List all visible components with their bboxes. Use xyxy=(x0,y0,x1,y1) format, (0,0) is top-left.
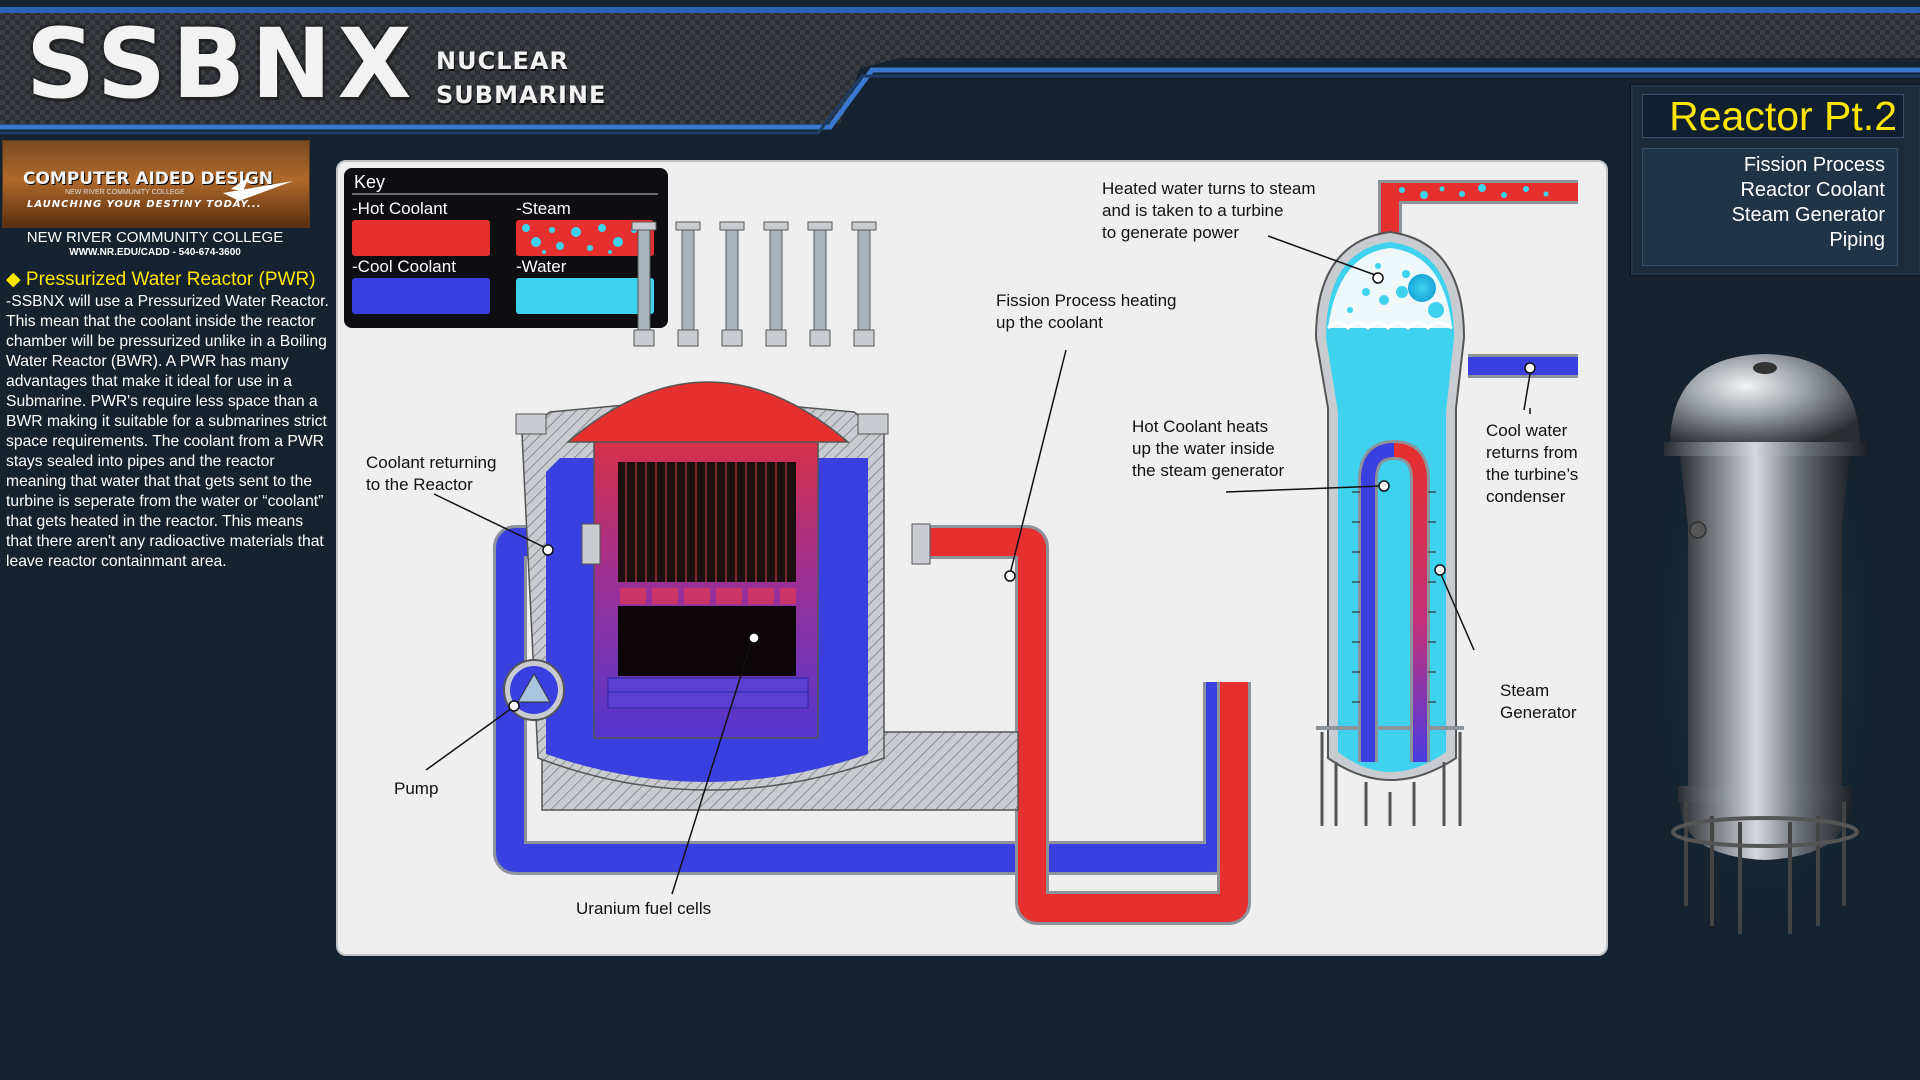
label-pump: Pump xyxy=(394,779,438,798)
label-cool-water-4: condenser xyxy=(1486,487,1566,506)
pump[interactable] xyxy=(503,659,565,721)
steam-generator xyxy=(1314,180,1578,826)
label-hot-coolant-1: Hot Coolant heats xyxy=(1132,417,1268,436)
reactor-diagram: Key -Hot Coolant -Steam -Cool Coolant -W… xyxy=(336,160,1608,956)
reactor-vessel-render xyxy=(1640,346,1890,946)
label-steam-gen-2: Generator xyxy=(1500,703,1577,722)
logo-title: COMPUTER AIDED DESIGN xyxy=(23,169,274,189)
label-heated-water-2: and is taken to a turbine xyxy=(1102,201,1283,220)
menu-item-piping[interactable]: Piping xyxy=(1829,229,1885,251)
key-water-label: -Water xyxy=(516,257,567,276)
label-fission-2: up the coolant xyxy=(996,313,1103,332)
logo-college: NEW RIVER COMMUNITY COLLEGE xyxy=(65,189,185,196)
color-key: Key -Hot Coolant -Steam -Cool Coolant -W… xyxy=(344,168,668,328)
support-legs xyxy=(1320,732,1462,826)
header-banner xyxy=(0,7,1920,135)
menu-item-coolant[interactable]: Reactor Coolant xyxy=(1740,179,1885,201)
steam-pipe-bubbles xyxy=(1399,184,1549,199)
label-hot-coolant-2: up the water inside xyxy=(1132,439,1275,458)
label-cool-water-1: Cool water xyxy=(1486,421,1568,440)
label-heated-water-1: Heated water turns to steam xyxy=(1102,179,1316,198)
article-heading: ◆ Pressurized Water Reactor (PWR) xyxy=(6,268,316,291)
app-title: SSBNX xyxy=(26,8,418,120)
key-title: Key xyxy=(354,172,385,192)
article-body: -SSBNX will use a Pressurized Water Reac… xyxy=(6,293,329,570)
callouts xyxy=(425,235,1536,895)
key-hot-swatch xyxy=(352,220,490,256)
key-water-swatch xyxy=(516,278,654,314)
label-cool-water-2: returns from xyxy=(1486,443,1578,462)
menu-item-fission[interactable]: Fission Process xyxy=(1743,154,1885,176)
cad-logo[interactable]: COMPUTER AIDED DESIGN NEW RIVER COMMUNIT… xyxy=(2,140,310,228)
label-uranium: Uranium fuel cells xyxy=(576,899,711,918)
key-cool-label: -Cool Coolant xyxy=(352,257,456,276)
bullet-icon: ◆ xyxy=(6,269,26,290)
label-coolant-return-1: Coolant returning xyxy=(366,453,496,472)
logo-tagline: LAUNCHING YOUR DESTINY TODAY... xyxy=(27,199,262,210)
label-coolant-return-2: to the Reactor xyxy=(366,475,473,494)
article-heading-text: Pressurized Water Reactor (PWR) xyxy=(25,269,316,290)
control-rod-icon xyxy=(631,221,877,347)
hot-coolant-pipe xyxy=(923,525,1251,925)
key-cool-swatch xyxy=(352,278,490,314)
subtitle-line1: NUCLEAR xyxy=(436,47,569,75)
reactor-vessel xyxy=(515,221,1019,811)
steam-bubble-icon xyxy=(1347,263,1444,318)
label-fission-1: Fission Process heating xyxy=(996,291,1176,310)
tube-fins xyxy=(1352,491,1436,703)
app-subtitle: NUCLEAR SUBMARINE xyxy=(436,44,606,112)
fuel-rods xyxy=(625,462,787,582)
label-hot-coolant-3: the steam generator xyxy=(1132,461,1284,480)
fuel-caps xyxy=(620,588,796,604)
label-steam-gen-1: Steam xyxy=(1500,681,1549,700)
subtitle-line2: SUBMARINE xyxy=(436,81,607,109)
label-heated-water-3: to generate power xyxy=(1102,223,1239,242)
pump-triangle-icon xyxy=(517,672,551,703)
menu-item-steam-generator[interactable]: Steam Generator xyxy=(1731,204,1885,226)
panel-title: Reactor Pt.2 xyxy=(1642,94,1904,138)
label-cool-water-3: the turbine’s xyxy=(1486,465,1578,484)
jet-icon xyxy=(223,177,293,201)
key-hot-label: -Hot Coolant xyxy=(352,199,448,218)
panel-menu: Fission Process Reactor Coolant Steam Ge… xyxy=(1642,148,1898,266)
diagram-labels: Heated water turns to steam and is taken… xyxy=(366,179,1578,918)
college-contact: WWW.NR.EDU/CADD - 540-674-3600 xyxy=(69,247,241,258)
college-name: NEW RIVER COMMUNITY COLLEGE xyxy=(26,229,284,246)
key-steam-label: -Steam xyxy=(516,199,571,218)
reactor-diagram-svg: Key -Hot Coolant -Steam -Cool Coolant -W… xyxy=(344,168,1578,925)
